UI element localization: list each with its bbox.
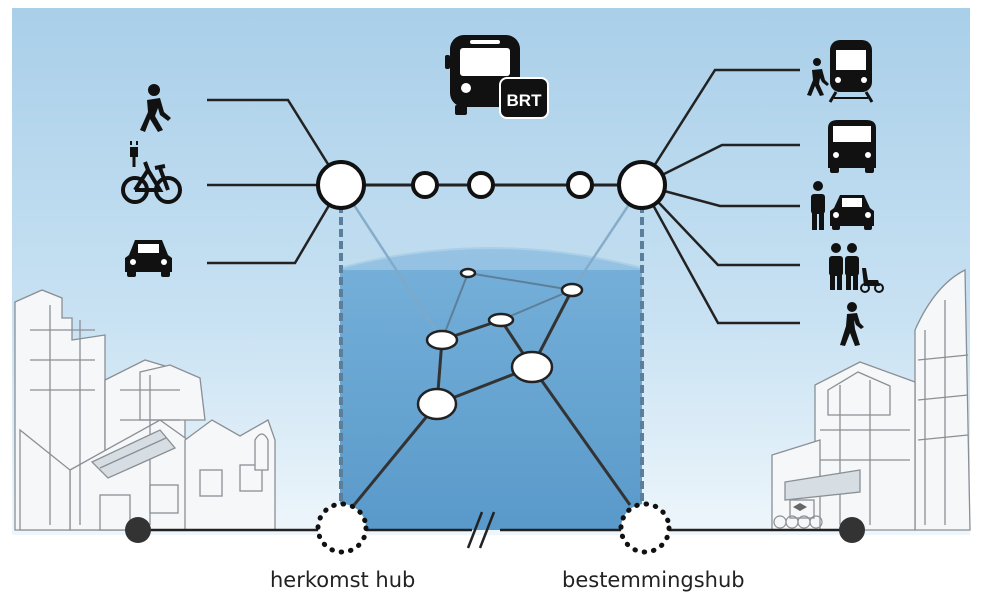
ground-break-mark <box>466 511 496 549</box>
network-node <box>560 282 584 298</box>
brt-bus-icon: BRT <box>445 35 549 119</box>
brt-stop-destination <box>617 160 667 210</box>
ground-endpoint-right <box>839 517 865 543</box>
ground-endpoint-left <box>125 517 151 543</box>
car-icon <box>125 240 172 277</box>
destination-hub-circle <box>618 501 672 555</box>
brt-stop <box>467 171 495 199</box>
network-node <box>416 387 458 421</box>
city-sketch-right <box>771 268 971 531</box>
walking-person-icon <box>140 84 171 132</box>
brt-badge-text: BRT <box>507 91 543 110</box>
e-bike-icon <box>121 141 182 204</box>
network-node <box>487 312 515 328</box>
brt-stop <box>566 171 594 199</box>
brt-stop-origin <box>316 160 366 210</box>
hub-vertical-connectors <box>339 205 644 505</box>
walking-person-icon <box>840 302 864 346</box>
brt-stop <box>411 171 439 199</box>
city-sketch-left <box>14 289 276 531</box>
walk-to-train-icon <box>807 40 874 103</box>
origin-hub-circle <box>315 501 369 555</box>
network-node <box>425 329 459 351</box>
ride-share-icon <box>811 181 874 230</box>
network-node <box>510 350 554 384</box>
network-node <box>459 267 477 279</box>
origin-hub-label: herkomst hub <box>270 568 416 592</box>
destination-hub-label: bestemmingshub <box>562 568 745 592</box>
underground-network <box>352 267 632 506</box>
bike-rack-sketch <box>773 515 823 529</box>
van-icon <box>828 120 876 173</box>
people-scooter-icon <box>829 243 884 293</box>
right-spokes <box>640 68 800 325</box>
